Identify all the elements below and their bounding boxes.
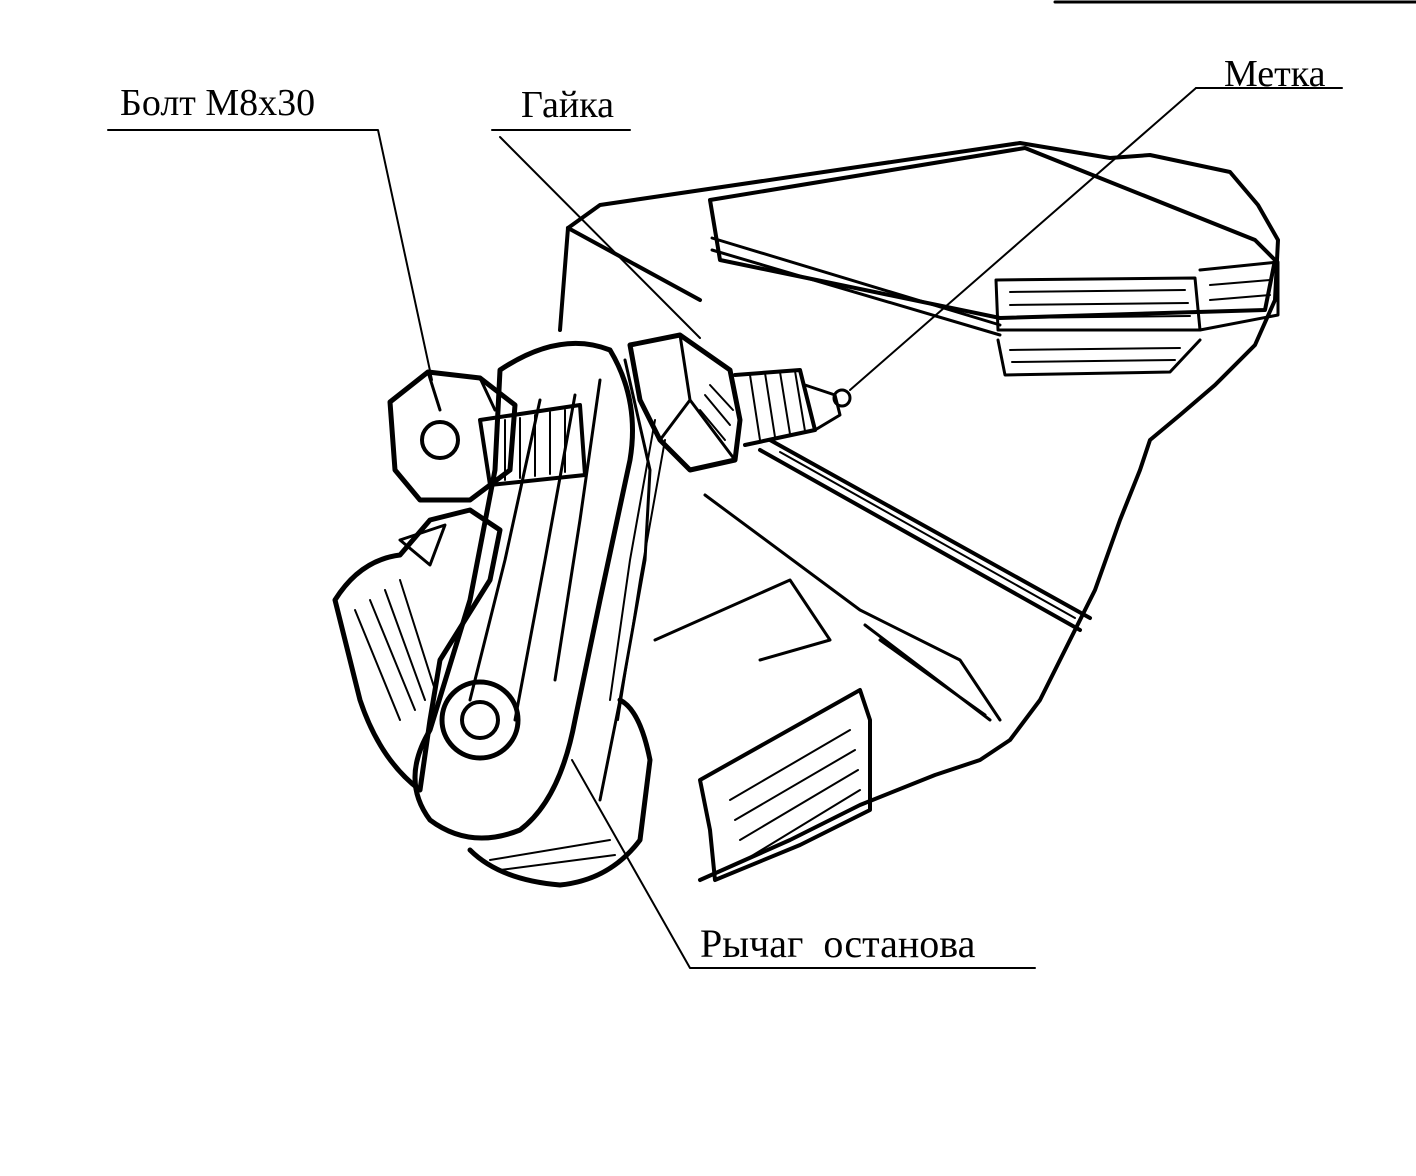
nut-label: Гайка bbox=[521, 84, 614, 126]
housing bbox=[558, 141, 1280, 882]
bolt-label: Болт М8х30 bbox=[120, 82, 316, 124]
lever-base bbox=[332, 507, 503, 793]
mark-label: Метка bbox=[1224, 53, 1326, 95]
bolt-head bbox=[387, 369, 587, 503]
nut-assembly bbox=[627, 332, 852, 473]
stop-lever bbox=[412, 340, 666, 888]
stop-lever-label: Рычаг останова bbox=[700, 921, 976, 966]
leader-lines bbox=[107, 87, 1343, 969]
